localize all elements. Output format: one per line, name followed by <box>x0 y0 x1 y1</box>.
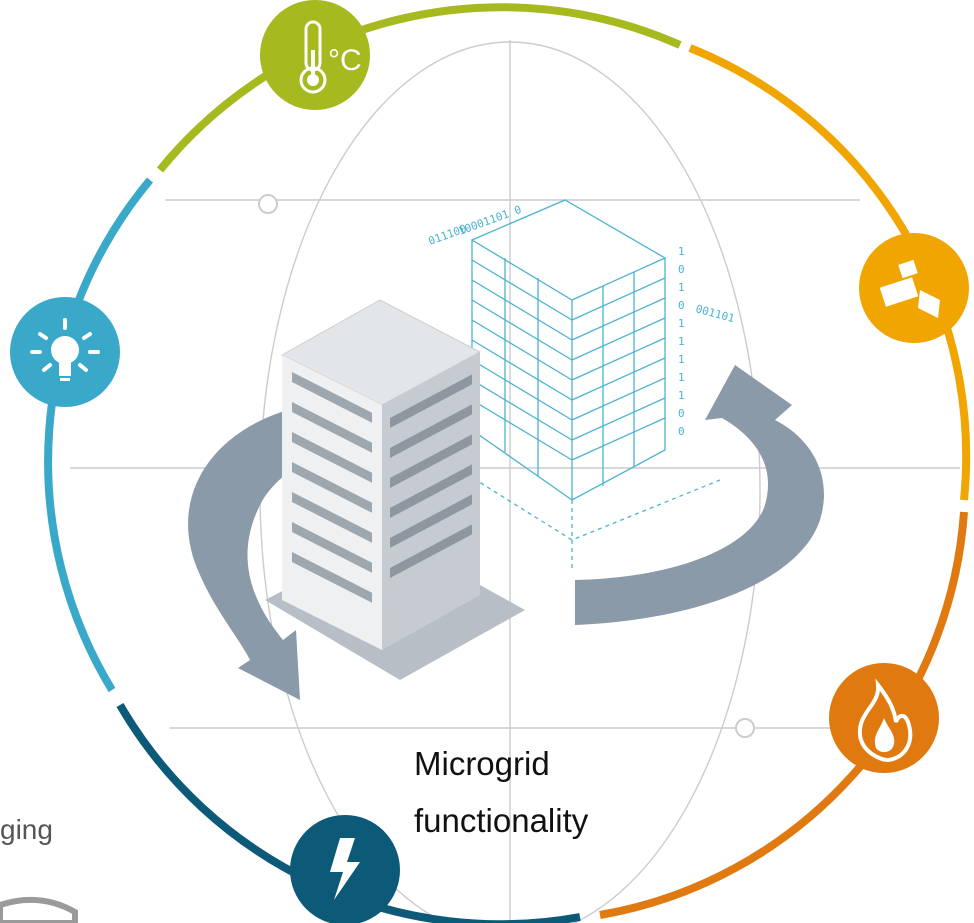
svg-text:1: 1 <box>678 353 685 366</box>
svg-text:1: 1 <box>678 335 685 348</box>
ring-segment-orange <box>599 511 968 919</box>
svg-text:0: 0 <box>678 407 685 420</box>
partial-circle <box>0 896 78 923</box>
partial-text: ging <box>0 814 53 845</box>
thermometer-icon: °C <box>260 0 370 110</box>
svg-text:1: 1 <box>678 317 685 330</box>
caption-line-1: Microgrid <box>414 745 550 782</box>
svg-text:0: 0 <box>678 263 685 276</box>
grid-node <box>258 194 278 214</box>
ring-segment-green <box>156 3 682 173</box>
binary-column: 1 0 1 0 1 1 1 1 1 0 0 <box>678 245 685 438</box>
binary-text-right: 001101 <box>694 302 736 325</box>
rotation-arrow-left <box>188 408 300 700</box>
svg-text:0: 0 <box>678 299 685 312</box>
celsius-label: °C <box>328 44 362 77</box>
camera-icon <box>859 233 969 343</box>
svg-text:0: 0 <box>678 425 685 438</box>
svg-text:1: 1 <box>678 389 685 402</box>
office-building <box>265 299 525 680</box>
caption-line-2: functionality <box>414 802 589 839</box>
fire-icon <box>829 663 939 773</box>
lightbulb-icon <box>10 297 120 407</box>
ring-segment-yellow <box>688 44 971 501</box>
lightning-icon <box>290 815 400 923</box>
grid-node <box>735 718 755 738</box>
svg-text:1: 1 <box>678 371 685 384</box>
ring-segment-lightblue <box>44 177 154 693</box>
rotation-arrow-right <box>575 365 824 625</box>
svg-text:1: 1 <box>678 245 685 258</box>
svg-text:1: 1 <box>678 281 685 294</box>
